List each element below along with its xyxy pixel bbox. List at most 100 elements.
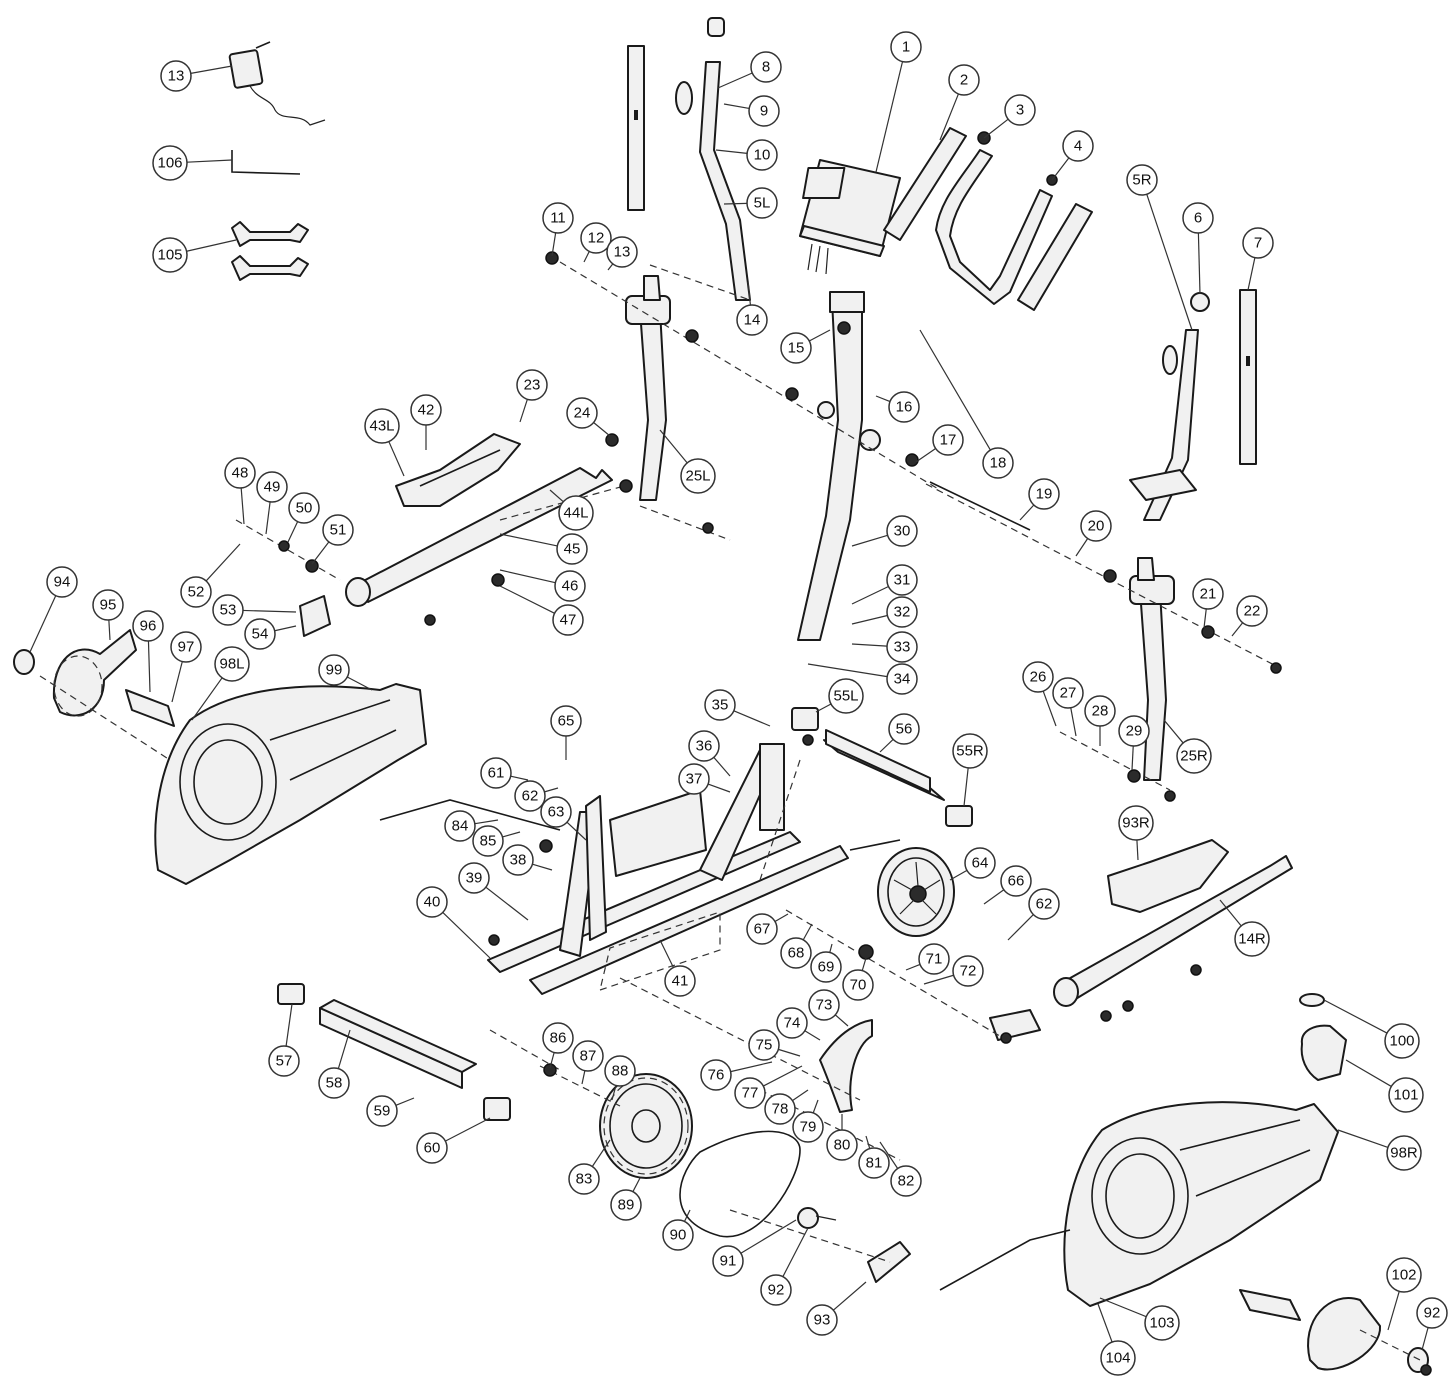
callout-circle [318, 654, 350, 686]
callout-c81: 81 [858, 1135, 890, 1179]
callout-circle [502, 844, 534, 876]
callout-leader [265, 501, 271, 535]
callout-label: 39 [466, 870, 483, 887]
callout-c8: 8 [717, 51, 782, 89]
callout-leader [205, 543, 241, 582]
callout-circle [678, 763, 710, 795]
callout-leader [581, 1070, 586, 1085]
callout-label: 21 [1200, 586, 1217, 603]
callout-label: 76 [708, 1067, 725, 1084]
callout-leader [1231, 622, 1244, 637]
callout-label: 25R [1180, 748, 1208, 765]
callout-circle [322, 514, 354, 546]
callout-circle [886, 663, 918, 695]
callout-c12: 12 [580, 222, 612, 263]
callout-c2: 2 [939, 64, 980, 141]
callout-c64: 64 [949, 847, 996, 881]
callout-label: 93 [814, 1312, 831, 1329]
callout-label: 44L [563, 505, 588, 522]
callout-c32: 32 [851, 596, 918, 628]
callout-c19: 19 [1019, 478, 1060, 521]
callout-label: 63 [548, 804, 565, 821]
callout-circle [1386, 1135, 1422, 1171]
callout-c87: 87 [572, 1040, 604, 1085]
callout-circle [558, 495, 594, 531]
callout-leader [191, 677, 223, 721]
callout-leader [186, 239, 237, 252]
callout-c3: 3 [983, 94, 1036, 139]
callout-leader [388, 441, 405, 477]
callout-circle [572, 1040, 604, 1072]
callout-label: 33 [894, 639, 911, 656]
callout-circle [212, 594, 244, 626]
callout-circle [982, 447, 1014, 479]
callout-label: 90 [670, 1227, 687, 1244]
part-callouts: 1310610512345R6789105L111213141516171819… [29, 31, 1448, 1376]
callout-label: 65 [558, 713, 575, 730]
callout-label: 88 [612, 1063, 629, 1080]
callout-leader [240, 487, 245, 525]
callout-label: 8 [762, 59, 770, 76]
callout-circle [1028, 478, 1060, 510]
callout-circle [132, 610, 164, 642]
callout-leader [782, 1227, 809, 1277]
callout-circle [1176, 738, 1212, 774]
callout-label: 95 [100, 597, 117, 614]
callout-circle [746, 913, 778, 945]
callout-label: 89 [618, 1197, 635, 1214]
callout-leader [875, 395, 891, 403]
right-crank-wheel [1239, 1289, 1429, 1373]
base-frame [487, 743, 849, 995]
callout-circle [760, 1274, 792, 1306]
callout-circle [886, 631, 918, 663]
callout-c84: 84 [444, 810, 499, 842]
callout-circle [542, 1022, 574, 1054]
callout-label: 6 [1194, 210, 1202, 227]
callout-label: 58 [326, 1075, 343, 1092]
callout-c74: 74 [776, 1007, 821, 1041]
callout-c49: 49 [256, 471, 288, 535]
callout-leader [1042, 690, 1057, 727]
callout-circle [1384, 1023, 1420, 1059]
callout-leader [740, 1219, 797, 1254]
callout-c92a: 92 [760, 1227, 809, 1306]
callout-leader [499, 585, 555, 614]
callout-leader [778, 1048, 801, 1057]
callout-label: 2 [960, 72, 968, 89]
center-crank [797, 1207, 911, 1283]
callout-circle [542, 202, 574, 234]
callout-circle [888, 713, 920, 745]
callout-label: 20 [1088, 518, 1105, 535]
handlebar-foam-grips [883, 127, 1093, 311]
callout-label: 85 [480, 833, 497, 850]
callout-leader [723, 103, 750, 110]
callout-leader [812, 1099, 819, 1114]
callout-circle [746, 139, 778, 171]
callout-leader [1019, 504, 1035, 521]
callout-label: 18 [990, 455, 1007, 472]
callout-circle [1388, 1077, 1424, 1113]
callout-circle [1386, 1257, 1422, 1293]
callout-c77: 77 [734, 1065, 803, 1109]
callout-c59: 59 [366, 1095, 415, 1127]
callout-label: 77 [742, 1085, 759, 1102]
callout-c78: 78 [764, 1089, 809, 1125]
callout-label: 7 [1254, 235, 1262, 252]
callout-c44L: 44L [549, 489, 594, 531]
callout-label: 61 [488, 765, 505, 782]
wrench-pair [231, 221, 309, 281]
callout-c29: 29 [1118, 715, 1150, 771]
callout-label: 75 [756, 1037, 773, 1054]
callout-c20: 20 [1075, 510, 1112, 557]
callout-c106: 106 [152, 145, 233, 181]
callout-circle [92, 589, 124, 621]
callout-circle [1144, 1305, 1180, 1341]
callout-c79: 79 [792, 1099, 824, 1143]
callout-circle [748, 95, 780, 127]
callout-label: 52 [188, 584, 205, 601]
callout-leader [544, 787, 559, 793]
callout-label: 16 [896, 399, 913, 416]
callout-label: 104 [1105, 1350, 1130, 1367]
right-pedal-arm [989, 839, 1293, 1041]
